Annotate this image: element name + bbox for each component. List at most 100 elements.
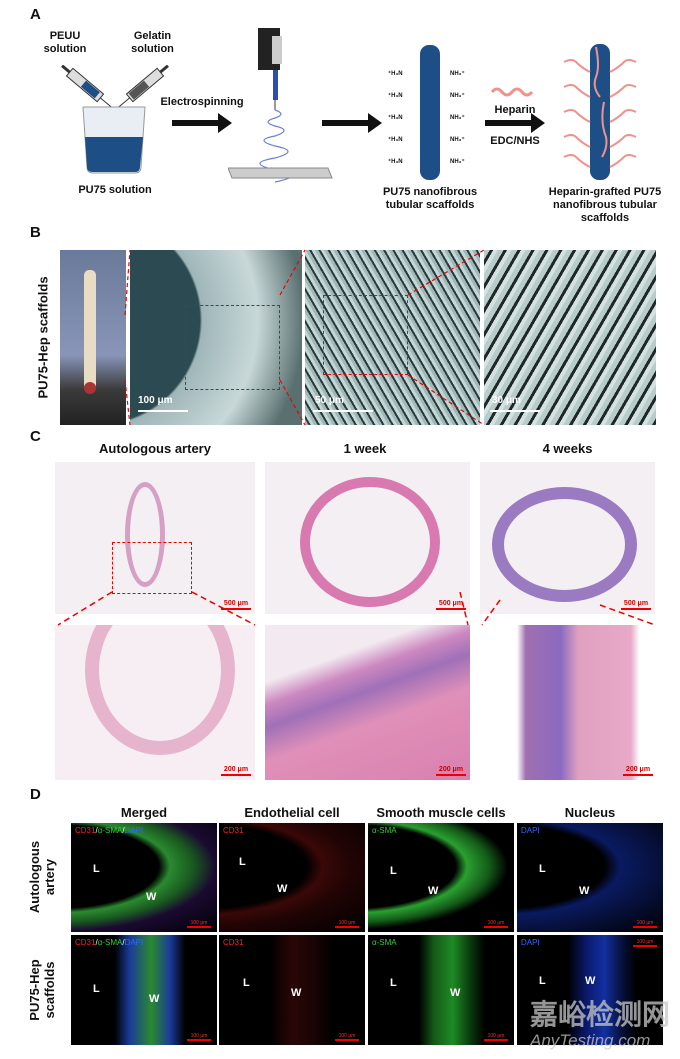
he-1week-high: 200 μm [265,625,470,780]
fluor-sma-autologous: α-SMA L W 100 μm [368,823,514,932]
wall-label: W [291,987,302,999]
fluor-dapi-scaffold: DAPI L W 100 μm [517,935,663,1045]
wall-label: W [277,883,288,895]
sem-image-low: 100 μm [130,250,302,425]
scale-bar: 100 μm [633,939,657,947]
syringes-beaker-icon [61,65,169,174]
amine-label: NH₃⁺ [450,159,465,165]
stain-label: DAPI [521,826,540,835]
scale-bar-label: 100 μm [138,395,173,406]
stain-label: CD31 [223,826,244,835]
scale-bar: 100 μm [187,1033,211,1041]
lumen-label: L [239,856,246,868]
sem-image-mid: 50 μm [305,250,480,425]
amine-label: NH₃⁺ [450,115,465,121]
stain-label: CD31/α-SMA/DAPI [75,826,144,835]
wall-label: W [428,885,439,897]
wall-label: W [450,987,461,999]
electrospinning-device-icon [228,28,333,183]
arrow-right-icon [322,113,382,133]
he-autologous-high: 200 μm [55,625,255,780]
scale-bar: 100 μm [335,920,359,928]
stain-label: α-SMA [372,938,397,947]
amine-label: NH₃⁺ [450,137,465,143]
col-title: Autologous artery [99,441,211,456]
row-label: PU75-Hep scaffolds [27,959,57,1021]
gelatin-label: Gelatin solution [131,30,174,55]
he-autologous-low: 500 μm [55,462,255,614]
scale-bar: 100 μm [484,1033,508,1041]
amine-label: ⁺H₃N [388,115,403,121]
scaffold-tube [420,45,440,180]
sem-image-high: 30 μm [484,250,656,425]
he-4weeks-high: 200 μm [482,625,657,780]
arrow-right-icon [485,113,545,133]
wall-label: W [585,975,596,987]
lumen-label: L [93,983,100,995]
lumen-label: L [93,863,100,875]
stain-label: CD31 [223,938,244,947]
scale-bar: 500 μm [436,600,466,610]
grafted-label: Heparin-grafted PU75 nanofibrous tubular… [548,186,662,224]
scale-bar-label: 500 μm [223,600,249,607]
wall-label: W [579,885,590,897]
edc-nhs-label: EDC/NHS [490,135,540,147]
scaffold-photo [60,250,126,425]
scale-bar: 100 μm [484,920,508,928]
col-title: Smooth muscle cells [376,805,506,820]
amine-label: ⁺H₃N [388,93,403,99]
watermark-en: AnyTesting.com [530,1031,651,1050]
heparin-label: Heparin [494,104,536,116]
col-title: Endothelial cell [244,805,340,820]
arrow-right-icon [172,113,232,133]
scale-bar-label: 200 μm [625,766,651,773]
he-1week-low: 500 μm [265,462,470,614]
scale-bar: 500 μm [621,600,651,610]
panel-b-label: B [30,224,41,241]
lumen-label: L [539,863,546,875]
row-label: Autologous artery [27,840,57,914]
zoom-guide-lines [124,249,485,426]
amine-label: ⁺H₃N [388,159,403,165]
amine-label: ⁺H₃N [388,137,403,143]
panel-a-label: A [30,6,41,23]
zoom-guide-lines-c [57,591,656,626]
stain-label: DAPI [521,938,540,947]
scale-bar: 100 μm [187,920,211,928]
scale-bar: 200 μm [436,766,466,776]
scaffold-label: PU75 nanofibrous tubular scaffolds [382,186,478,211]
lumen-label: L [243,977,250,989]
scale-bar: 100 μm [335,1033,359,1041]
lumen-label: L [390,865,397,877]
fluor-cd31-autologous: CD31 L W 100 μm [219,823,365,932]
fluor-cd31-scaffold: CD31 L W 100 μm [219,935,365,1045]
scale-bar-label: 200 μm [223,766,249,773]
panel-d-label: D [30,786,41,803]
peuu-label: PEUU solution [43,30,87,55]
scale-bar: 500 μm [221,600,251,610]
scale-bar: 100 μm [633,920,657,928]
wall-label: W [146,891,157,903]
scale-bar-label: 500 μm [438,600,464,607]
col-title: 4 weeks [542,441,593,456]
scale-bar-label: 50 μm [315,395,344,406]
amine-label: NH₃⁺ [450,93,465,99]
fluor-dapi-autologous: DAPI L W 100 μm [517,823,663,932]
heparin-icon [490,87,534,97]
pu75-solution-label: PU75 solution [78,184,152,196]
wall-label: W [149,993,160,1005]
amine-label: ⁺H₃N [388,71,403,77]
scale-bar: 200 μm [623,766,653,776]
col-title: Merged [120,805,168,820]
he-4weeks-low: 500 μm [480,462,655,614]
scale-bar-label: 200 μm [438,766,464,773]
scale-bar-label: 500 μm [623,600,649,607]
heparin-grafted-scaffold-icon [563,44,637,180]
panel-c-label: C [30,428,41,445]
fluor-merged-autologous: CD31/α-SMA/DAPI L W 100 μm [71,823,217,932]
stain-label: CD31/α-SMA/DAPI [75,938,144,947]
scale-bar-label: 30 μm [492,395,521,406]
stain-label: α-SMA [372,826,397,835]
lumen-label: L [539,975,546,987]
